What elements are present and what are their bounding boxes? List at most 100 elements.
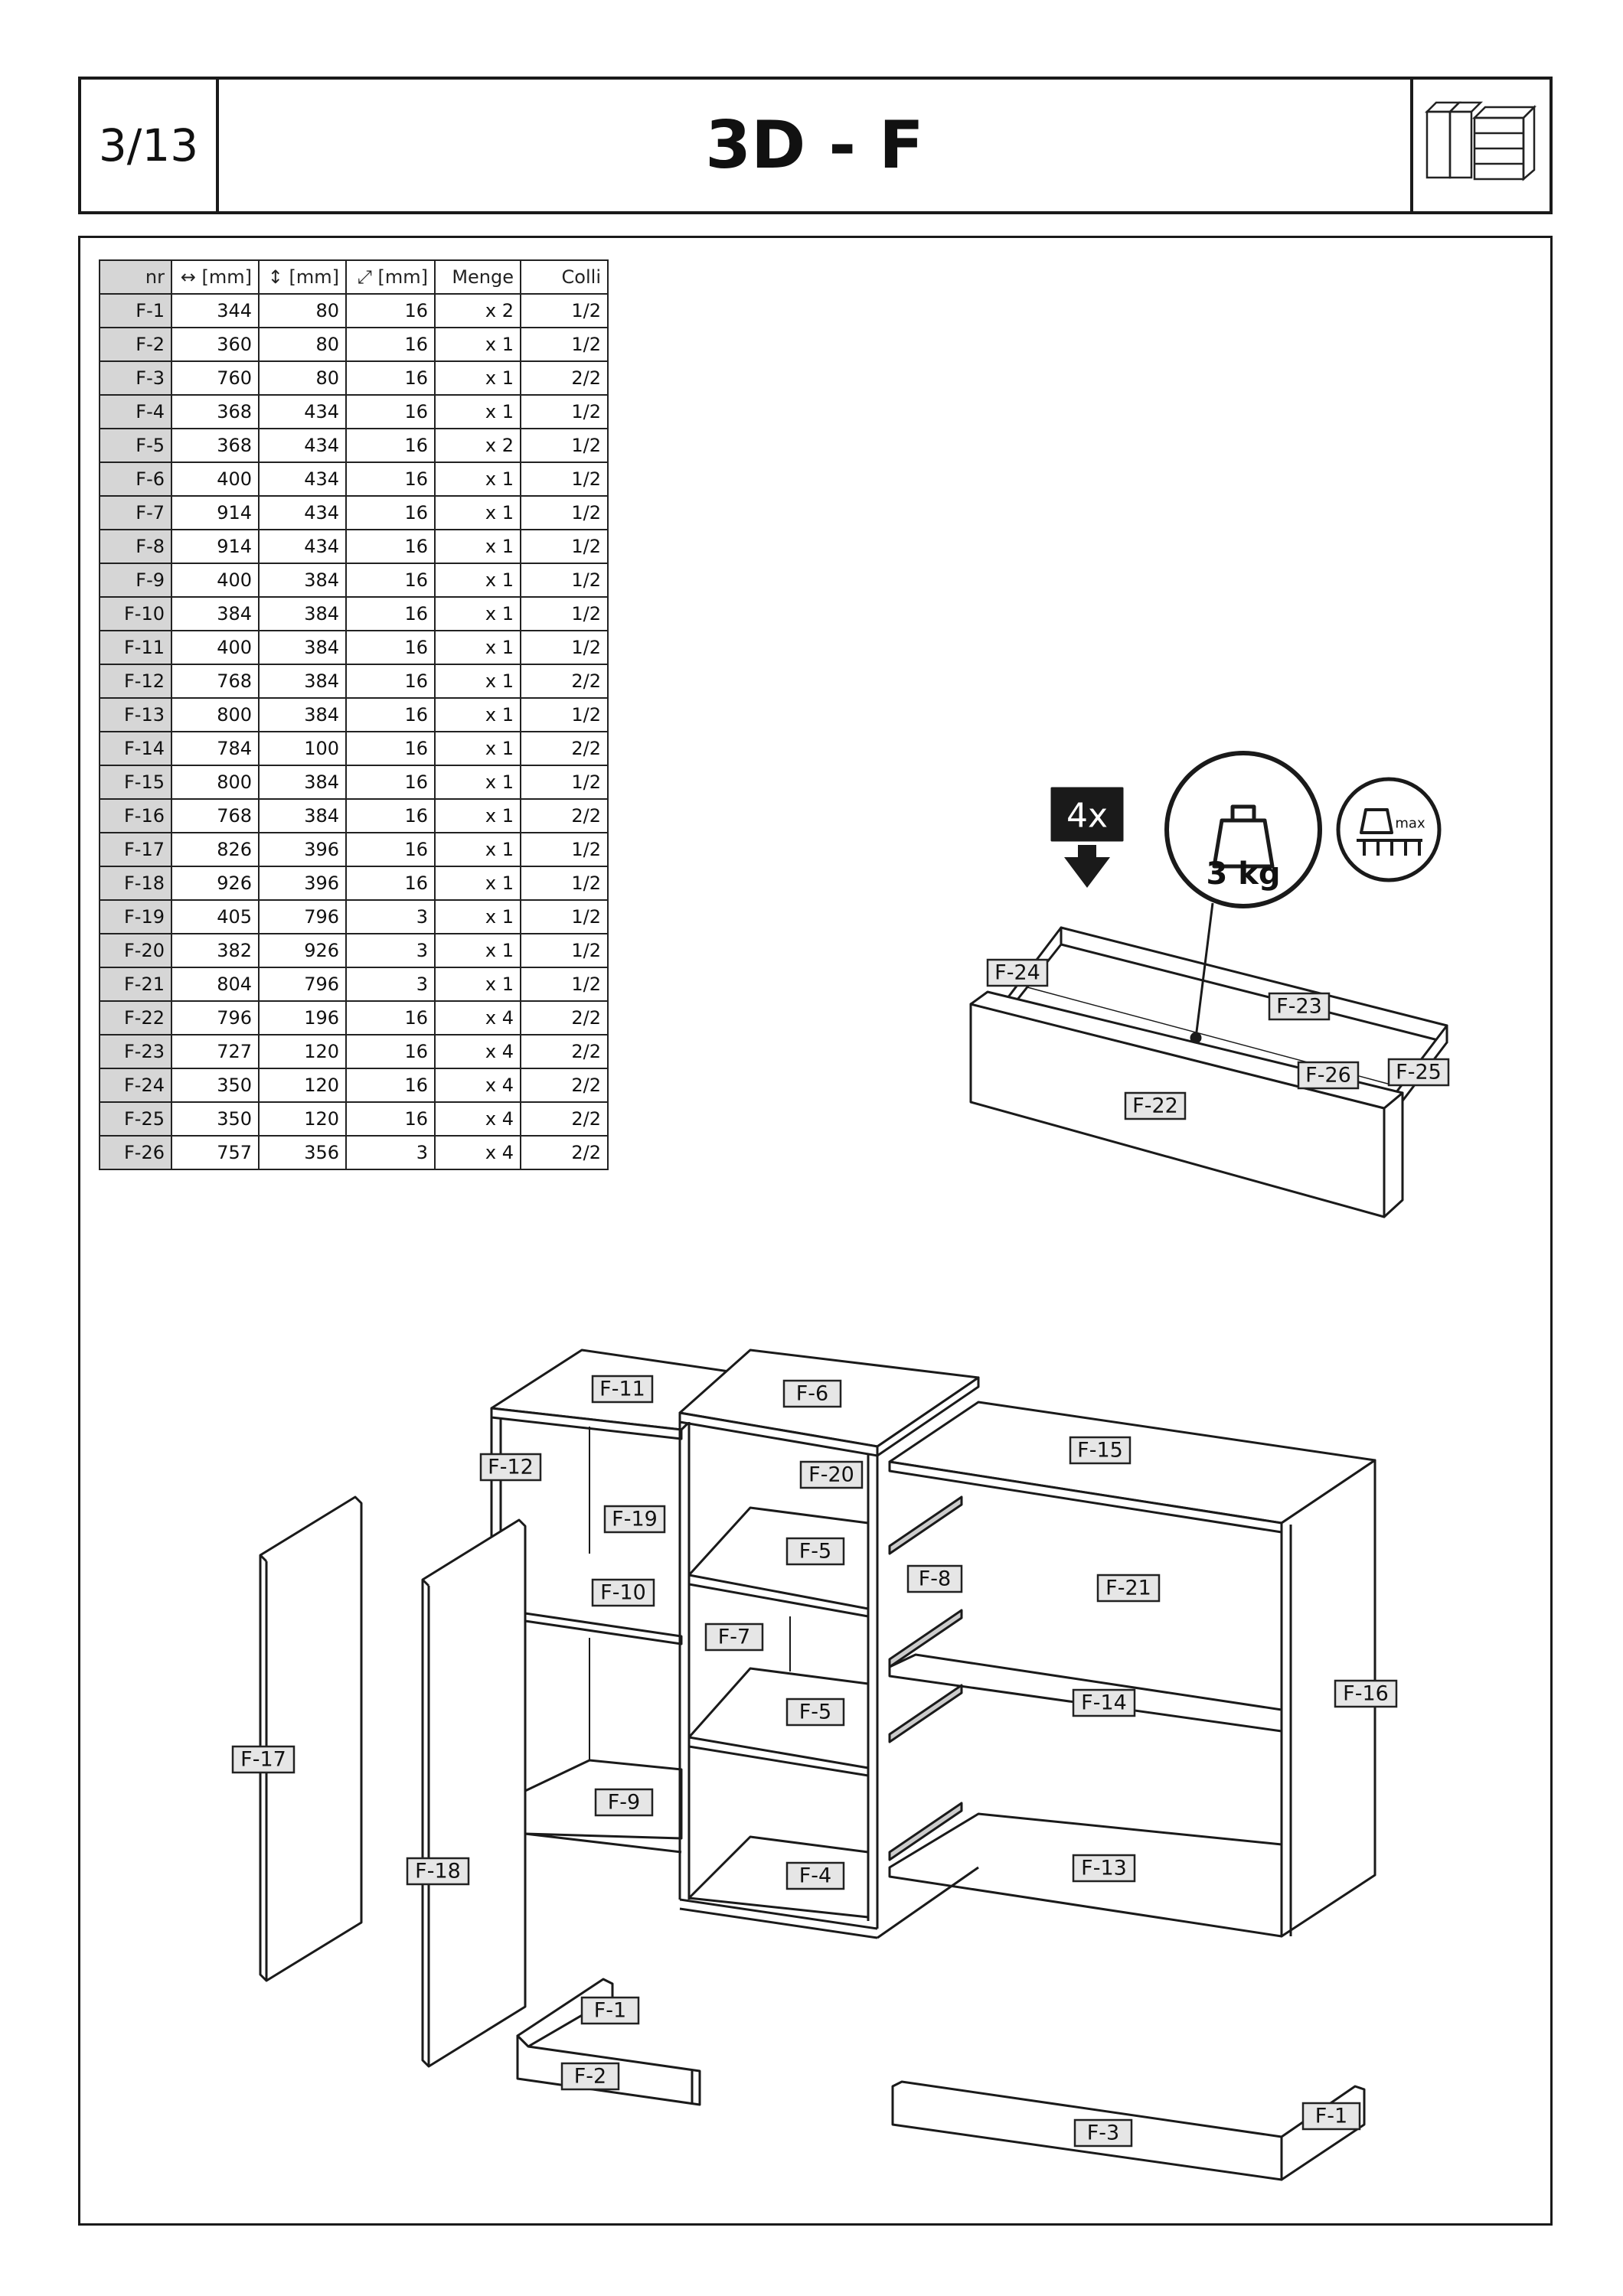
label-f2: F-2: [560, 2062, 620, 2091]
table-cell: 2/2: [520, 1034, 609, 1069]
table-cell: 757: [171, 1135, 260, 1170]
table-cell: 16: [345, 832, 436, 867]
table-cell: F-17: [99, 832, 172, 867]
table-cell: x 2: [434, 293, 521, 328]
table-cell: x 4: [434, 1068, 521, 1103]
table-cell: 356: [258, 1135, 347, 1170]
table-cell: F-16: [99, 798, 172, 833]
table-cell: 3: [345, 1135, 436, 1170]
table-cell: F-6: [99, 461, 172, 497]
table-cell: 16: [345, 360, 436, 396]
column-header: Menge: [434, 259, 521, 295]
table-cell: 1/2: [520, 967, 609, 1002]
table-cell: 16: [345, 428, 436, 463]
table-cell: x 1: [434, 529, 521, 564]
table-cell: F-4: [99, 394, 172, 429]
table-cell: 80: [258, 293, 347, 328]
table-cell: 384: [258, 630, 347, 665]
table-cell: x 1: [434, 697, 521, 732]
table-cell: 384: [258, 697, 347, 732]
table-cell: 796: [258, 899, 347, 934]
table-cell: 16: [345, 327, 436, 362]
table-cell: x 1: [434, 596, 521, 631]
table-cell: F-21: [99, 967, 172, 1002]
table-cell: F-23: [99, 1034, 172, 1069]
svg-text:F-1: F-1: [594, 1999, 626, 2023]
svg-text:F-7: F-7: [718, 1626, 750, 1649]
table-cell: x 1: [434, 866, 521, 901]
max-load-icon: max: [1336, 777, 1442, 882]
table-cell: F-20: [99, 933, 172, 968]
table-cell: 2/2: [520, 360, 609, 396]
table-cell: 434: [258, 428, 347, 463]
table-cell: F-9: [99, 563, 172, 598]
table-cell: 926: [258, 933, 347, 968]
svg-text:F-11: F-11: [599, 1378, 645, 1401]
svg-text:F-8: F-8: [919, 1567, 951, 1591]
table-cell: 400: [171, 461, 260, 497]
weight-icon: 3 kg: [1164, 751, 1322, 1044]
table-cell: x 1: [434, 563, 521, 598]
label-f21: F-21: [1096, 1574, 1161, 1603]
table-cell: 400: [171, 630, 260, 665]
weight-label: 3 kg: [1207, 856, 1281, 892]
table-cell: F-26: [99, 1135, 172, 1170]
table-cell: 1/2: [520, 596, 609, 631]
table-cell: 405: [171, 899, 260, 934]
table-cell: 2/2: [520, 664, 609, 699]
table-cell: x 1: [434, 798, 521, 833]
label-f4: F-4: [785, 1861, 845, 1890]
table-cell: 384: [258, 765, 347, 800]
svg-text:F-26: F-26: [1305, 1064, 1351, 1088]
table-cell: 2/2: [520, 798, 609, 833]
table-cell: 434: [258, 394, 347, 429]
table-cell: 16: [345, 529, 436, 564]
table-cell: F-10: [99, 596, 172, 631]
table-cell: 768: [171, 664, 260, 699]
table-cell: 1/2: [520, 461, 609, 497]
svg-text:F-9: F-9: [608, 1791, 640, 1815]
table-cell: x 1: [434, 327, 521, 362]
table-cell: 16: [345, 461, 436, 497]
svg-text:F-6: F-6: [796, 1382, 828, 1406]
label-f9: F-9: [594, 1788, 654, 1817]
svg-text:F-3: F-3: [1087, 2122, 1119, 2145]
label-f13: F-13: [1072, 1854, 1136, 1883]
label-f16: F-16: [1334, 1679, 1398, 1708]
furniture-thumbnail: [1410, 80, 1550, 211]
table-cell: 16: [345, 1034, 436, 1069]
column-header: Colli: [520, 259, 609, 295]
table-cell: 1/2: [520, 327, 609, 362]
page-title: 3D - F: [705, 107, 924, 184]
table-cell: 16: [345, 765, 436, 800]
table-cell: 100: [258, 731, 347, 766]
table-cell: 196: [258, 1000, 347, 1035]
table-cell: 3: [345, 899, 436, 934]
table-cell: F-11: [99, 630, 172, 665]
table-cell: 350: [171, 1068, 260, 1103]
label-f25: F-25: [1387, 1058, 1450, 1087]
svg-text:F-14: F-14: [1081, 1691, 1127, 1715]
table-cell: 800: [171, 697, 260, 732]
label-f1b: F-1: [1301, 2102, 1361, 2131]
svg-text:F-16: F-16: [1343, 1682, 1389, 1706]
table-cell: 80: [258, 327, 347, 362]
table-cell: 396: [258, 832, 347, 867]
table-cell: 926: [171, 866, 260, 901]
svg-text:F-1: F-1: [1315, 2105, 1347, 2128]
table-cell: 16: [345, 1000, 436, 1035]
